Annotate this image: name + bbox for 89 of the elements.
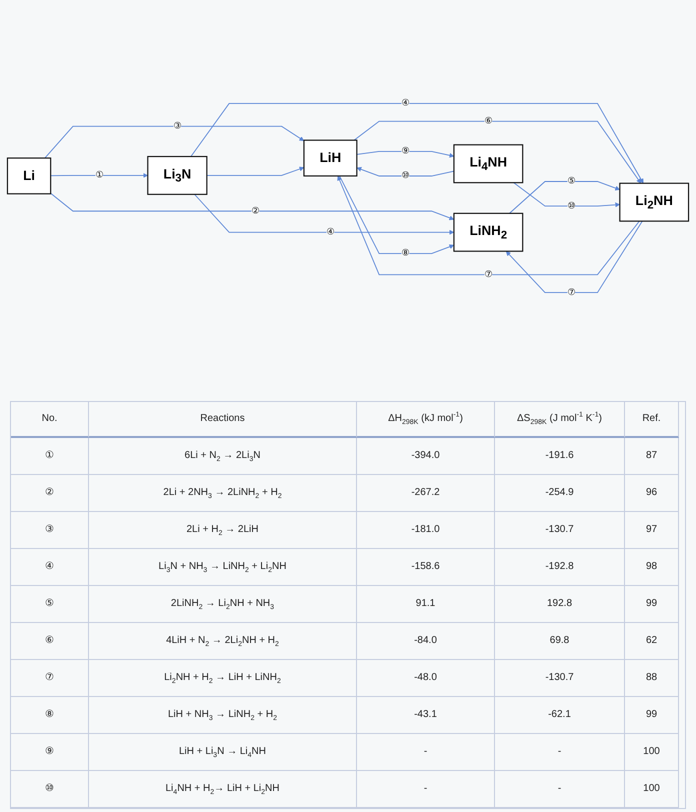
node-box bbox=[453, 212, 524, 252]
table-cell: 91.1 bbox=[357, 586, 495, 623]
table-cell: 2Li + 2NH$_{3}$ → 2LiNH$_{2}$ + H$_{2}$ bbox=[89, 475, 357, 512]
edge-label: ④ bbox=[326, 226, 334, 236]
column-header: ΔS$_{298K}$ (J mol$^{-1}$ K$^{-1}$) bbox=[495, 402, 625, 438]
arrow bbox=[508, 180, 620, 214]
arrow bbox=[356, 166, 454, 176]
table-cell: 97 bbox=[625, 512, 679, 549]
table-cell: 2Li + H$_{2}$ → 2LiH bbox=[89, 512, 357, 549]
table-cell: ⑤ bbox=[11, 586, 89, 623]
column-header: Ref. bbox=[625, 402, 679, 438]
table-cell: 98 bbox=[625, 549, 679, 586]
column-header: No. bbox=[11, 402, 89, 438]
table-cell: 192.8 bbox=[495, 586, 625, 623]
arrow bbox=[354, 120, 642, 184]
table-cell: - bbox=[357, 734, 495, 771]
table-cell: -267.2 bbox=[357, 475, 495, 512]
table-cell: -84.0 bbox=[357, 623, 495, 660]
table-cell: ⑧ bbox=[11, 697, 89, 734]
reaction-network-diagram: ① ② ③ ④ ④ ⑧ ⑥ ⑦ ⑤ ⑦ ⑨ ⑩ ⑩ Li$_{3}$N LiH Li Li$_{4}$NH LiNH$_{2}$ Li$_{2}$NH bbox=[3, 2, 693, 392]
table-cell: 99 bbox=[625, 697, 679, 734]
table-cell: -181.0 bbox=[357, 512, 495, 549]
table-cell: ⑩ bbox=[11, 771, 89, 808]
table-cell: ⑨ bbox=[11, 734, 89, 771]
table-cell: ④ bbox=[11, 549, 89, 586]
arrow bbox=[339, 175, 454, 254]
table-cell: Li$_{4}$NH + H$_{2}$→ LiH + Li$_{2}$NH bbox=[89, 771, 357, 808]
table-cell: 100 bbox=[625, 734, 679, 771]
edge-label: ② bbox=[251, 206, 260, 216]
arrow bbox=[190, 102, 644, 184]
table-cell: -192.8 bbox=[495, 549, 625, 586]
table-cell: 2LiNH$_{2}$ → Li$_{2}$NH + NH$_{3}$ bbox=[89, 586, 357, 623]
table-cell: 87 bbox=[625, 438, 679, 475]
arrow bbox=[206, 166, 304, 176]
edge-label: ⑦ bbox=[484, 269, 492, 279]
table-cell: -158.6 bbox=[357, 549, 495, 586]
edge-label: ⑥ bbox=[484, 116, 492, 126]
arrow bbox=[50, 172, 148, 178]
table-cell: 96 bbox=[625, 475, 679, 512]
table-cell: - bbox=[357, 771, 495, 808]
table-cell: 62 bbox=[625, 623, 679, 660]
table-cell: Li$_{2}$NH + H$_{2}$ → LiH + LiNH$_{2}$ bbox=[89, 660, 357, 697]
table-cell: -130.7 bbox=[495, 512, 625, 549]
table-cell: 100 bbox=[625, 771, 679, 808]
node-box bbox=[453, 144, 524, 183]
arrow bbox=[50, 192, 454, 220]
edge-label: ⑩ bbox=[401, 170, 410, 180]
table-cell: -62.1 bbox=[495, 697, 625, 734]
table-cell: ⑥ bbox=[11, 623, 89, 660]
table-cell: -191.6 bbox=[495, 438, 625, 475]
edge-label: ④ bbox=[401, 98, 410, 108]
edge-label: ⑦ bbox=[567, 287, 576, 297]
edge-label: ⑩ bbox=[567, 200, 576, 210]
edge-label: ③ bbox=[173, 120, 182, 130]
table-cell: -394.0 bbox=[357, 438, 495, 475]
table-cell: 99 bbox=[625, 586, 679, 623]
table-cell: 6Li + N$_{2}$ → 2Li$_{3}$N bbox=[89, 438, 357, 475]
arrow bbox=[506, 220, 643, 293]
arrow bbox=[337, 175, 640, 275]
edge-label: ⑨ bbox=[401, 146, 410, 156]
node-box bbox=[303, 139, 358, 176]
arrow bbox=[513, 182, 620, 207]
table-cell: 4LiH + N$_{2}$ → 2Li$_{2}$NH + H$_{2}$ bbox=[89, 623, 357, 660]
table-cell: ① bbox=[11, 438, 89, 475]
column-header: ΔH$_{298K}$ (kJ mol$^{-1}$) bbox=[357, 402, 495, 438]
arrow bbox=[44, 125, 304, 158]
table-cell: -254.9 bbox=[495, 475, 625, 512]
table-cell: Li$_{3}$N + NH$_{3}$ → LiNH$_{2}$ + Li$_{2}$NH bbox=[89, 549, 357, 586]
edge-label: ⑤ bbox=[567, 176, 576, 186]
table-cell: - bbox=[495, 771, 625, 808]
table-cell: -130.7 bbox=[495, 660, 625, 697]
column-header: Reactions bbox=[89, 402, 357, 438]
table-cell: - bbox=[495, 734, 625, 771]
arrow bbox=[356, 150, 454, 158]
table-cell: ② bbox=[11, 475, 89, 512]
arrow bbox=[194, 193, 454, 234]
table-cell: LiH + NH$_{3}$ → LiNH$_{2}$ + H$_{2}$ bbox=[89, 697, 357, 734]
table-cell: ③ bbox=[11, 512, 89, 549]
edge-label: ① bbox=[95, 170, 104, 180]
node-box bbox=[147, 155, 208, 194]
table-cell: ⑦ bbox=[11, 660, 89, 697]
table-cell: 69.8 bbox=[495, 623, 625, 660]
node-box bbox=[6, 157, 52, 194]
table-cell: -43.1 bbox=[357, 697, 495, 734]
edge-label: ⑧ bbox=[401, 248, 410, 258]
table-cell: LiH + Li$_{3}$N → Li$_{4}$NH bbox=[89, 734, 357, 771]
table-cell: 88 bbox=[625, 660, 679, 697]
table-cell: -48.0 bbox=[357, 660, 495, 697]
node-box bbox=[619, 182, 690, 222]
